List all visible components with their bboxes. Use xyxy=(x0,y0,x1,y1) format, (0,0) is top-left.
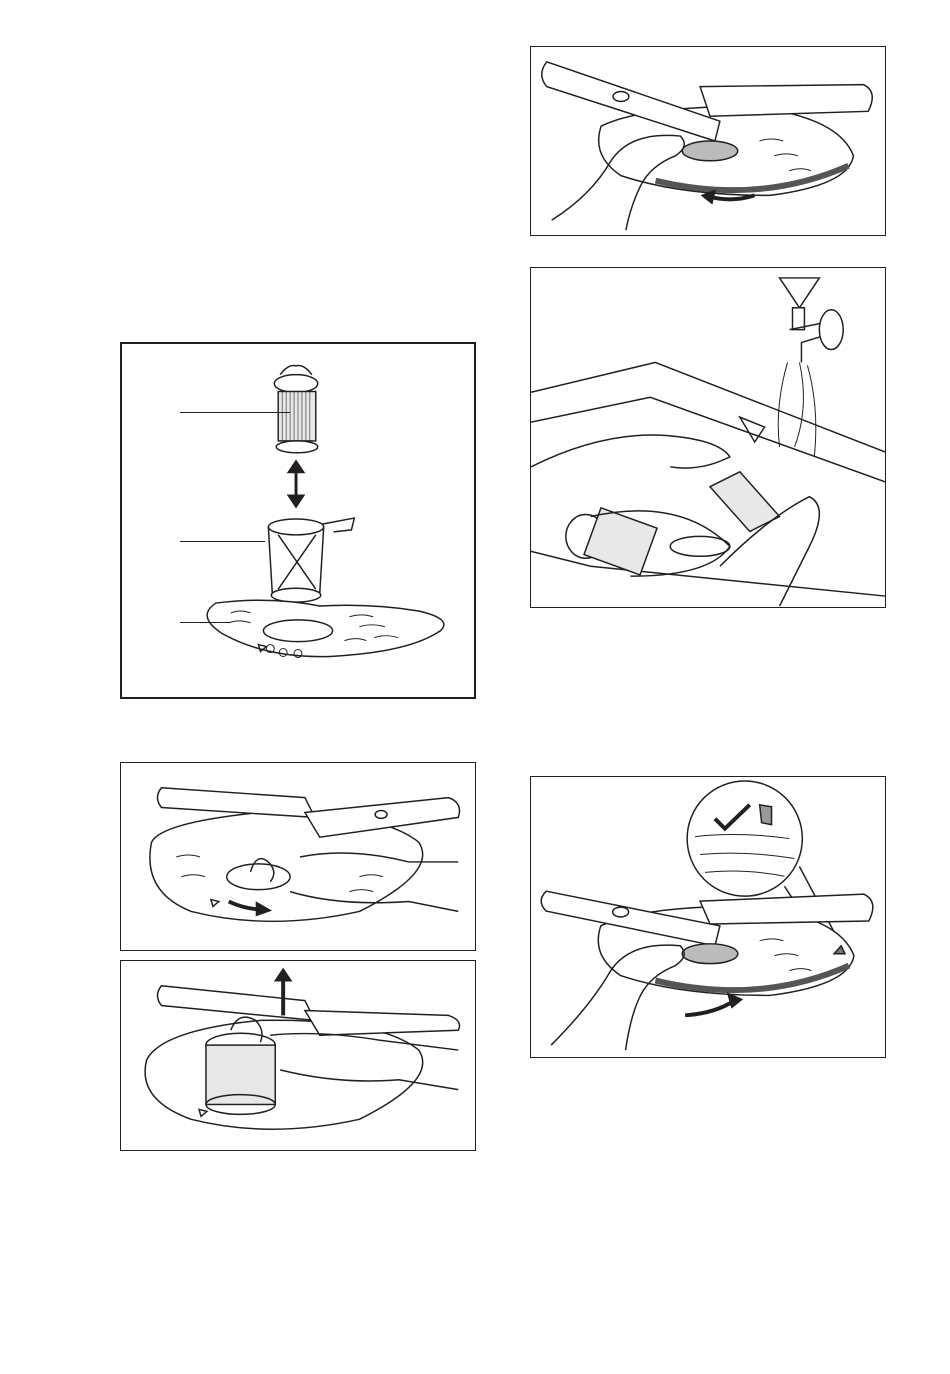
figure-remove-filter-lift xyxy=(120,960,476,1151)
lock-filter-illustration xyxy=(531,777,885,1057)
callout-line-flat-filter xyxy=(180,622,230,623)
filter-assembly-illustration xyxy=(122,344,474,697)
turn-filter-illustration xyxy=(121,763,475,950)
rinse-filter-illustration xyxy=(531,268,885,607)
callout-line-fine-filter xyxy=(180,412,290,413)
figure-filter-parts xyxy=(120,342,476,699)
figure-unlock-filter xyxy=(530,46,886,236)
figure-remove-filter-turn xyxy=(120,762,476,951)
figure-rinse-filter xyxy=(530,267,886,608)
callout-line-coarse-filter xyxy=(180,541,265,542)
unlock-filter-illustration xyxy=(531,47,885,235)
water-tap-icon xyxy=(780,278,820,308)
figure-lock-filter xyxy=(530,776,886,1058)
lift-filter-illustration xyxy=(121,961,475,1150)
